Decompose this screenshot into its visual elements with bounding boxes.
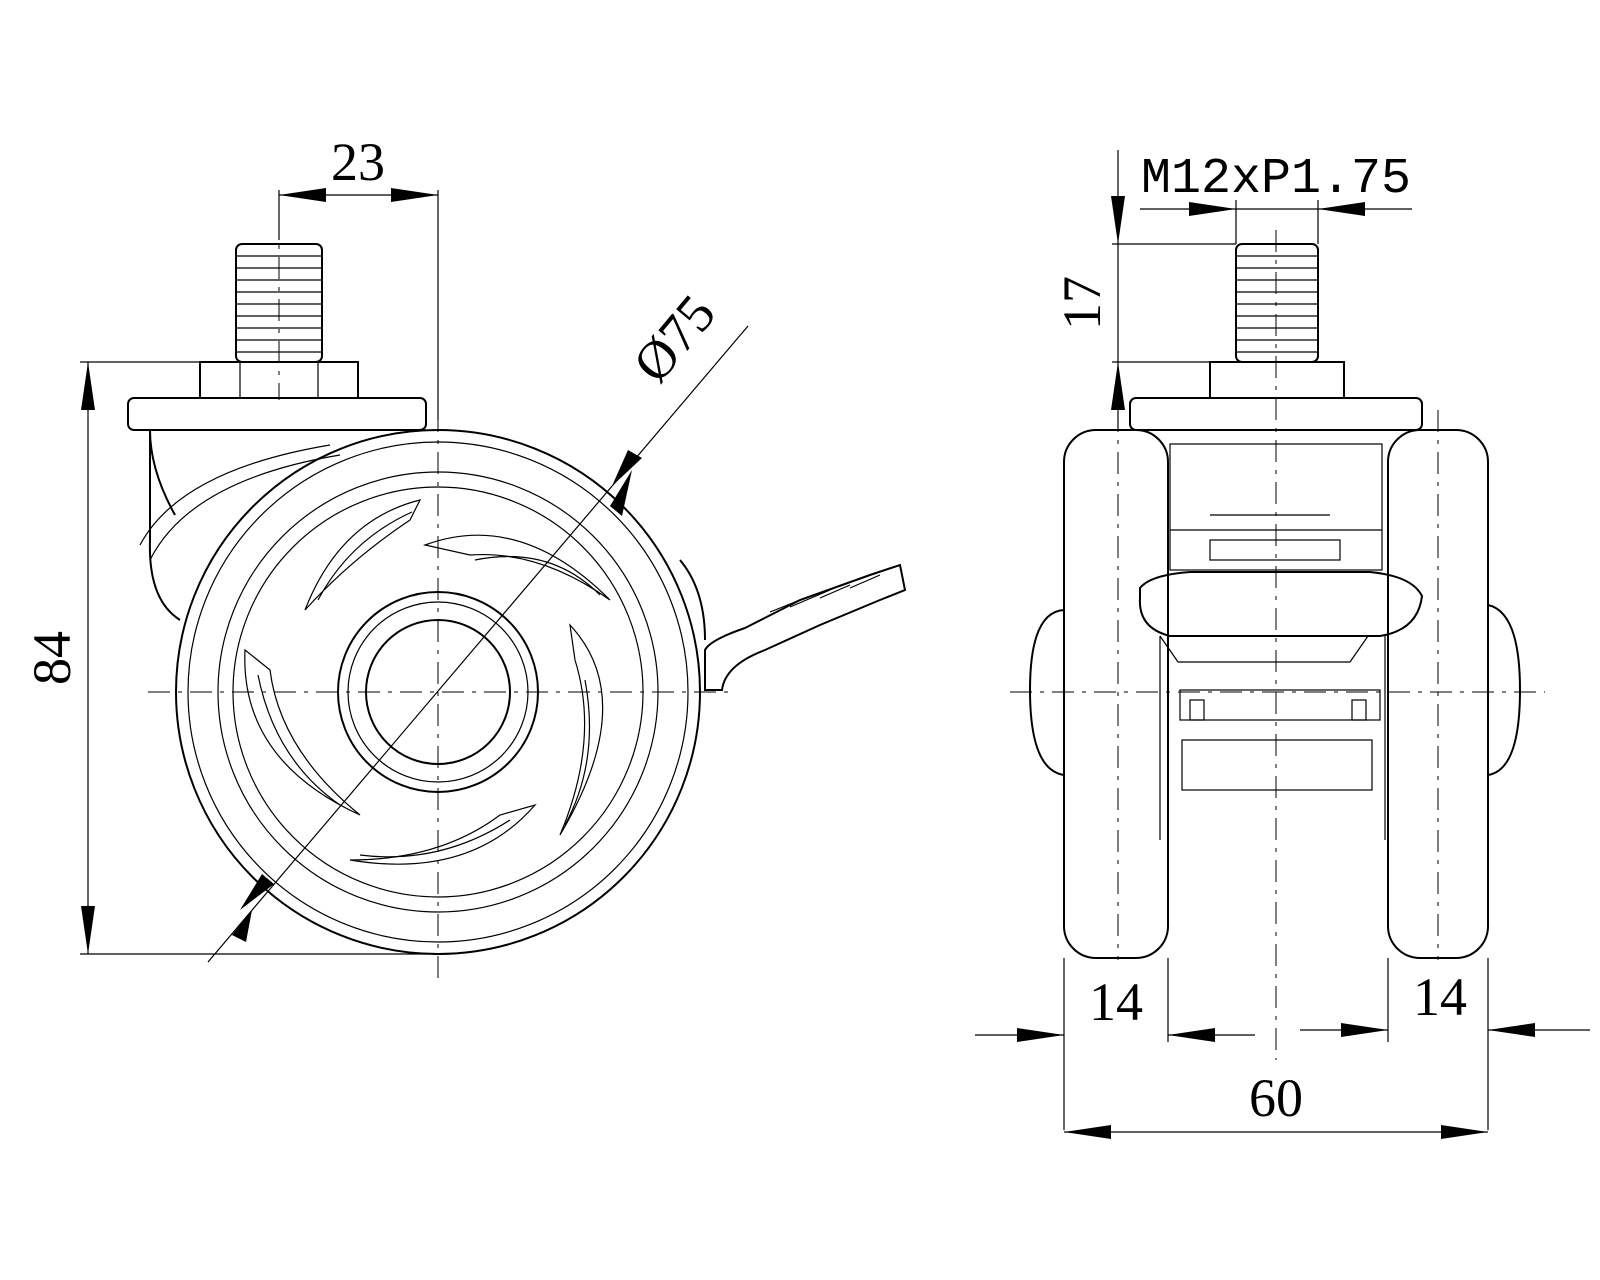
overall-width-label: 60: [1249, 1068, 1303, 1128]
right-wheel-width-label: 14: [1413, 967, 1467, 1027]
dimension-overall-width: 60: [1064, 1068, 1488, 1139]
thread-dimension-label: M12xP1.75: [1141, 151, 1411, 208]
height-dimension-label: 84: [22, 631, 82, 685]
offset-dimension-label: 23: [331, 132, 385, 192]
dimension-left-wheel-width: 14: [975, 958, 1255, 1130]
dimension-height: 84: [22, 361, 438, 955]
front-threaded-stem: [1209, 243, 1345, 399]
diameter-dimension-label: Ø75: [621, 284, 727, 394]
side-swivel-housing: [148, 429, 181, 621]
front-center-lines: [1010, 230, 1545, 1060]
side-brake-lever: [679, 559, 907, 691]
side-center-lines: [148, 215, 730, 980]
dimension-stem-length: 17: [1052, 150, 1236, 430]
stem-length-dimension-label: 17: [1052, 276, 1112, 330]
left-wheel-width-label: 14: [1089, 972, 1143, 1032]
front-fork: [1138, 443, 1424, 840]
dimension-diameter: Ø75: [207, 284, 749, 963]
dimension-thread: M12xP1.75: [1140, 151, 1412, 244]
dimension-offset: 23: [278, 132, 439, 420]
front-left-wheel: [1063, 429, 1169, 959]
side-top-plate: [127, 397, 427, 431]
side-view: 23 84 Ø75: [22, 132, 907, 980]
side-wheel-spokes: [244, 499, 611, 865]
front-view: M12xP1.75 17 14: [975, 150, 1590, 1139]
dimension-right-wheel-width: 14: [1300, 958, 1590, 1130]
